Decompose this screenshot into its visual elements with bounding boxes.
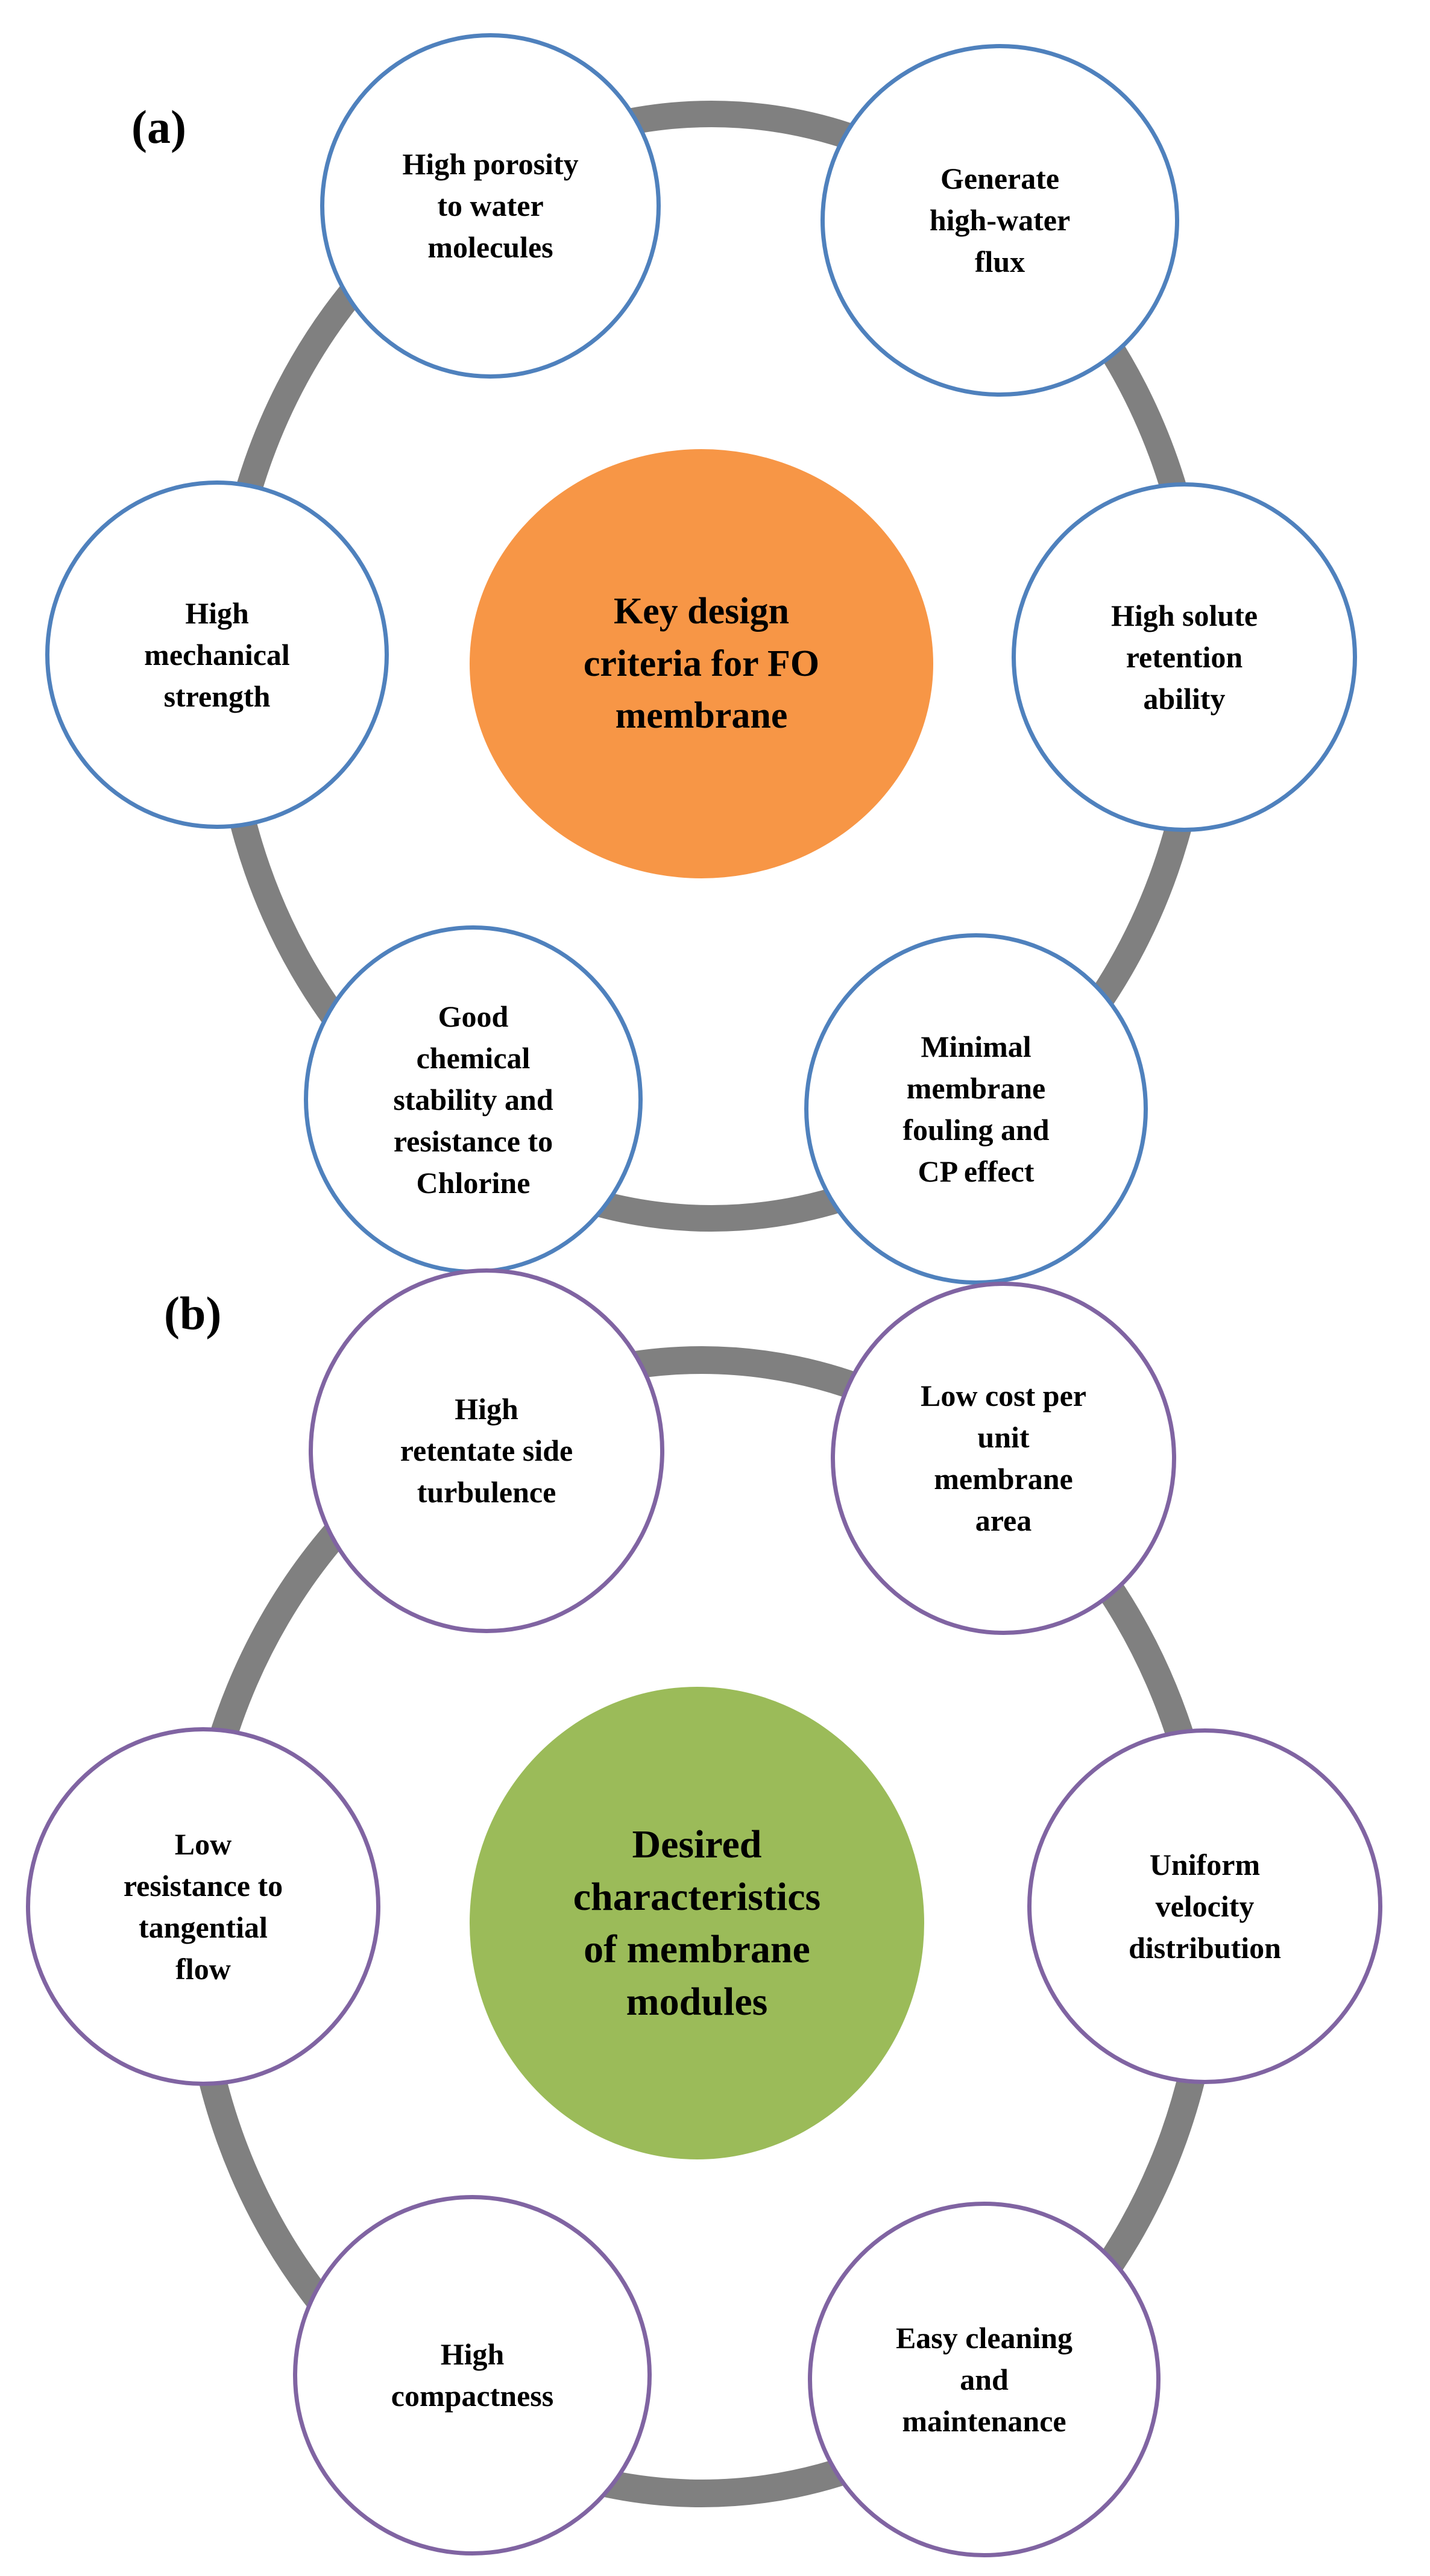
panel-a-node-chemical-stability: Good chemical stability and resistance t…: [304, 925, 643, 1274]
panel-a-label: (a): [131, 101, 186, 153]
panel-b-hub-label: Desired characteristics of membrane modu…: [573, 1822, 821, 2024]
node-label: High mechanical strength: [144, 596, 290, 713]
panel-a-node-high-porosity: High porosity to water molecules: [320, 33, 661, 379]
node-label: High retentate side turbulence: [400, 1392, 573, 1509]
node-label: Good chemical stability and resistance t…: [393, 999, 553, 1200]
panel-b-label: (b): [164, 1287, 222, 1340]
panel-b-node-uniform-velocity: Uniform velocity distribution: [1027, 1728, 1382, 2084]
panel-b-node-retentate-turbulence: High retentate side turbulence: [309, 1268, 664, 1633]
panel-b-node-easy-cleaning: Easy cleaning and maintenance: [808, 2202, 1161, 2557]
panel-b-node-compactness: High compactness: [293, 2195, 652, 2556]
node-label: Low cost per unit membrane area: [921, 1379, 1086, 1537]
node-label: Minimal membrane fouling and CP effect: [902, 1029, 1050, 1188]
node-label: High porosity to water molecules: [402, 147, 579, 264]
panel-a-node-solute-retention: High solute retention ability: [1012, 482, 1357, 832]
node-label: Low resistance to tangential flow: [123, 1827, 283, 1986]
panel-b-node-low-cost: Low cost per unit membrane area: [831, 1282, 1176, 1635]
node-label: High solute retention ability: [1110, 598, 1258, 716]
panel-a-hub-label: Key design criteria for FO membrane: [583, 590, 820, 737]
panel-a-node-water-flux: Generate high-water flux: [821, 44, 1179, 397]
panel-a-hub: Key design criteria for FO membrane: [465, 444, 938, 883]
node-label: High compactness: [391, 2337, 554, 2413]
panel-a-node-fouling: Minimal membrane fouling and CP effect: [804, 933, 1148, 1285]
node-label: Uniform velocity distribution: [1129, 1847, 1281, 1965]
panel-a-node-mechanical-strength: High mechanical strength: [45, 480, 389, 829]
node-label: Easy cleaning and maintenance: [895, 2320, 1073, 2438]
node-label: Generate high-water flux: [929, 162, 1071, 279]
panel-b-node-tangential-flow: Low resistance to tangential flow: [26, 1727, 380, 2086]
panel-b-hub: Desired characteristics of membrane modu…: [465, 1682, 929, 2164]
